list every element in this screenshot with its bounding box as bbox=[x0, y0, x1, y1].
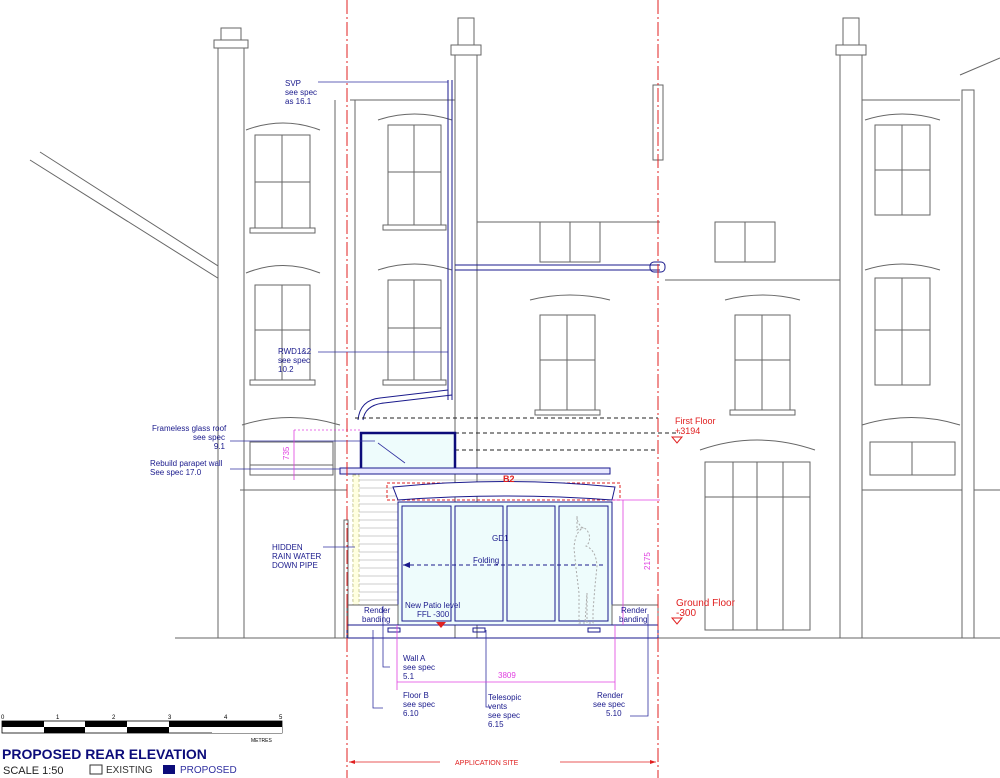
svg-text:METRES: METRES bbox=[251, 738, 273, 744]
svg-text:see spec: see spec bbox=[488, 711, 520, 720]
svg-text:see spec: see spec bbox=[278, 356, 310, 365]
svg-text:see spec: see spec bbox=[285, 88, 317, 97]
svg-text:Frameless glass roof: Frameless glass roof bbox=[152, 424, 227, 433]
svg-text:6.15: 6.15 bbox=[488, 720, 504, 729]
svg-text:Render: Render bbox=[597, 691, 624, 700]
annotations: SVP see spec as 16.1 RWD1&2 see spec 10.… bbox=[150, 79, 648, 729]
svg-text:5: 5 bbox=[279, 715, 283, 721]
svg-text:See spec 17.0: See spec 17.0 bbox=[150, 468, 202, 477]
svg-text:Telesopic: Telesopic bbox=[488, 693, 521, 702]
first-floor-value: +3194 bbox=[675, 426, 700, 436]
svg-text:see spec: see spec bbox=[403, 663, 435, 672]
svg-text:1: 1 bbox=[56, 715, 60, 721]
dim-height: 2175 bbox=[643, 552, 652, 570]
site-label: APPLICATION SITE bbox=[455, 760, 519, 767]
left-house bbox=[29, 27, 349, 639]
dimensions: 735 2175 3809 bbox=[282, 429, 660, 690]
svg-text:Folding: Folding bbox=[473, 556, 499, 565]
door-tag: GD1 bbox=[492, 534, 509, 543]
svg-text:HIDDEN: HIDDEN bbox=[272, 543, 303, 552]
proposed-extension bbox=[339, 80, 680, 639]
svg-text:6.10: 6.10 bbox=[403, 709, 419, 718]
svg-text:FFL -300: FFL -300 bbox=[417, 610, 450, 619]
svg-text:Floor B: Floor B bbox=[403, 691, 429, 700]
svg-text:Render: Render bbox=[621, 606, 648, 615]
scale-bar: 0 1 2 3 4 5 METRES bbox=[1, 715, 283, 744]
svg-text:10.2: 10.2 bbox=[278, 365, 294, 374]
first-floor-marker bbox=[670, 436, 684, 444]
svg-text:DOWN PIPE: DOWN PIPE bbox=[272, 561, 318, 570]
ground-floor-value: -300 bbox=[676, 608, 696, 619]
svg-text:see spec: see spec bbox=[403, 700, 435, 709]
svg-text:RAIN WATER: RAIN WATER bbox=[272, 552, 322, 561]
drawing-scale: SCALE 1:50 bbox=[3, 765, 64, 777]
first-floor-label: First Floor bbox=[675, 416, 716, 426]
legend-proposed-swatch bbox=[163, 765, 175, 774]
svg-text:SVP: SVP bbox=[285, 79, 301, 88]
svg-text:banding: banding bbox=[362, 615, 390, 624]
svg-text:Rebuild parapet wall: Rebuild parapet wall bbox=[150, 459, 223, 468]
ground-floor-label: Ground Floor bbox=[676, 598, 736, 609]
svg-text:as 16.1: as 16.1 bbox=[285, 97, 312, 106]
svg-text:5.1: 5.1 bbox=[403, 672, 415, 681]
svg-text:Render: Render bbox=[364, 606, 391, 615]
svg-text:banding: banding bbox=[619, 615, 647, 624]
beam-tag: B2 bbox=[503, 474, 515, 484]
legend-existing-label: EXISTING bbox=[106, 765, 153, 776]
svg-text:Wall A: Wall A bbox=[403, 654, 426, 663]
svg-text:2: 2 bbox=[112, 715, 116, 721]
leader-lines bbox=[230, 81, 649, 717]
svg-text:vents: vents bbox=[488, 702, 507, 711]
svg-text:RWD1&2: RWD1&2 bbox=[278, 347, 312, 356]
drawing-title: PROPOSED REAR ELEVATION bbox=[2, 746, 207, 762]
right-house bbox=[665, 17, 1000, 639]
svg-text:4: 4 bbox=[224, 715, 228, 721]
svg-text:see spec: see spec bbox=[593, 700, 625, 709]
legend-proposed-label: PROPOSED bbox=[180, 765, 237, 776]
svg-text:0: 0 bbox=[1, 715, 5, 721]
folding-doors[interactable] bbox=[397, 501, 613, 626]
ground-floor-marker bbox=[670, 617, 684, 625]
dim-parapet: 735 bbox=[282, 446, 291, 460]
glass-roof bbox=[360, 432, 456, 471]
patio-level-marker bbox=[436, 622, 446, 628]
legend-existing-swatch bbox=[89, 764, 103, 775]
dim-width: 3809 bbox=[498, 671, 516, 680]
svg-text:9.1: 9.1 bbox=[214, 442, 226, 451]
svg-text:see spec: see spec bbox=[193, 433, 225, 442]
svg-text:New Patio level: New Patio level bbox=[405, 601, 460, 610]
svg-text:5.10: 5.10 bbox=[606, 709, 622, 718]
svg-text:3: 3 bbox=[168, 715, 172, 721]
